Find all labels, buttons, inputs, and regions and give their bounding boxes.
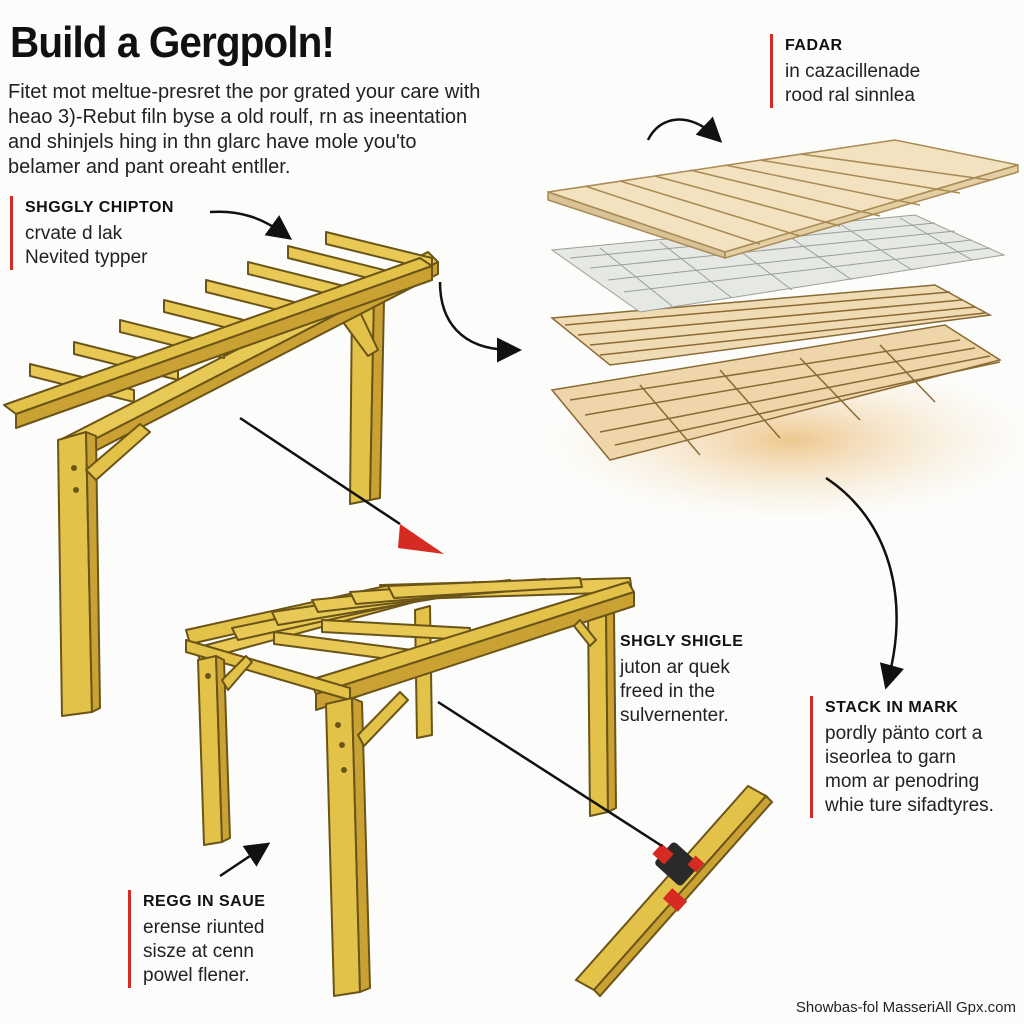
callout-line: pordly pänto cort a bbox=[825, 723, 983, 744]
callout-heading: SHGLY SHIGLE bbox=[620, 633, 744, 650]
pergola-frame-bottom bbox=[185, 577, 635, 997]
callout-regg-in-saue: REGG IN SAUE erense riunted siszе at cen… bbox=[128, 890, 265, 988]
callout-line: mom ar penodring bbox=[825, 771, 980, 792]
arrow-to-layers-icon bbox=[646, 116, 723, 143]
flow-arrows bbox=[209, 116, 905, 878]
callout-line: in cazacillenade bbox=[785, 61, 921, 82]
roof-layer-planks bbox=[547, 139, 1019, 260]
callout-line: Nevited typper bbox=[25, 247, 148, 268]
callout-line: juton ar quek bbox=[620, 657, 730, 678]
callout-fadar: FADAR in cazacillenade rood ral sinnlea bbox=[770, 34, 920, 108]
intro-line: belamer and pant oreaht entller. bbox=[8, 156, 291, 178]
red-arrowhead-icon bbox=[398, 524, 444, 554]
callout-line: whie ture sifadtyres. bbox=[825, 795, 994, 816]
callout-shgly-shigle: SHGLY SHIGLE juton ar quek freed in the … bbox=[620, 630, 743, 728]
arrow-to-pergola-icon bbox=[209, 210, 293, 240]
loose-board bbox=[574, 784, 774, 998]
roof-layer-base-frame bbox=[550, 324, 1002, 461]
connector-line-top bbox=[239, 416, 401, 526]
callout-stack-in-mark: STACK IN MARK pordly pänto cort a iseorl… bbox=[810, 696, 994, 818]
callout-heading: STACK IN MARK bbox=[825, 699, 959, 716]
page-title: Build a Gergpoln! bbox=[10, 18, 335, 67]
source-credit: Showbas-fol MasseriAll Gpx.com bbox=[795, 999, 1016, 1016]
intro-line: heao 3)-Rebut filn byse a old roulf, rn … bbox=[8, 106, 468, 128]
callout-line: rood ral sinnlea bbox=[785, 85, 915, 106]
callout-heading: REGG IN SAUE bbox=[143, 893, 266, 910]
connector-line-bottom bbox=[437, 700, 663, 848]
callout-line: iseorlea to garn bbox=[825, 747, 956, 768]
callout-heading: FADAR bbox=[785, 37, 843, 54]
clamp-icon bbox=[652, 842, 705, 912]
intro-line: and shinjels hing in thn glarc have mole… bbox=[8, 131, 417, 153]
callout-line: sulvernenter. bbox=[620, 705, 729, 726]
arrow-layers-down-icon bbox=[825, 476, 905, 690]
callout-line: erense riunted bbox=[143, 917, 265, 938]
pergola-frame-top bbox=[3, 231, 439, 717]
arrow-pergola-to-layers-icon bbox=[438, 281, 522, 363]
callout-line: freed in the bbox=[620, 681, 716, 702]
roof-layer-battens bbox=[550, 284, 993, 366]
intro-line: Fitet mot meltue-presret the por grated … bbox=[8, 81, 481, 103]
callout-line: siszе at cenn bbox=[143, 941, 254, 962]
callout-shggly-chipton: SHGGLY CHIPTON crvate d lak Nevited typp… bbox=[10, 196, 174, 270]
callout-line: crvate d lak bbox=[25, 223, 123, 244]
intro-paragraph: Fitet mot meltue-presret the por grated … bbox=[8, 80, 568, 180]
callout-heading: SHGGLY CHIPTON bbox=[25, 199, 174, 216]
arrow-regg-icon bbox=[219, 842, 271, 878]
callout-line: powel flener. bbox=[143, 965, 250, 986]
